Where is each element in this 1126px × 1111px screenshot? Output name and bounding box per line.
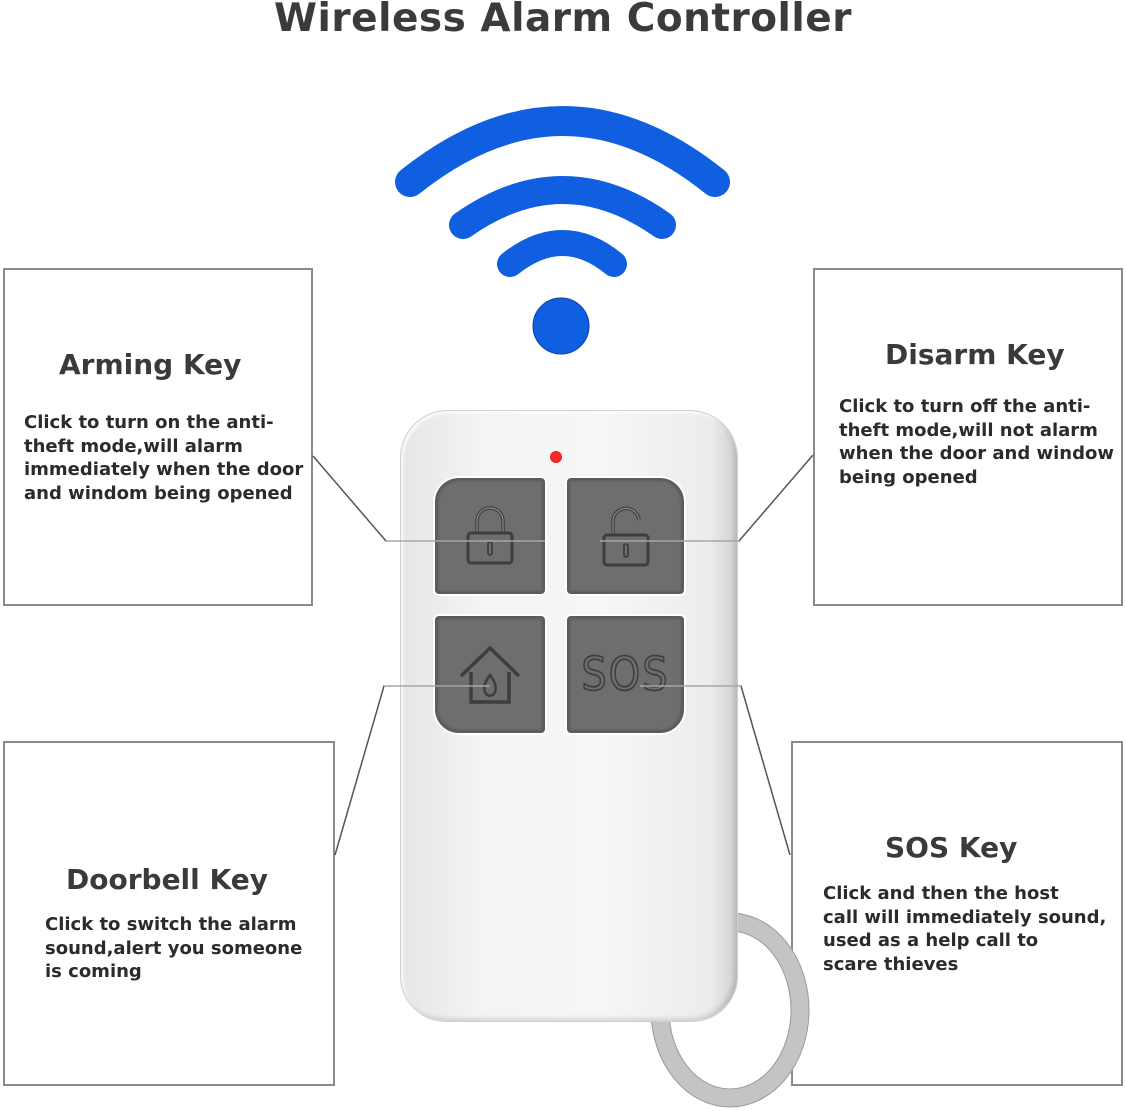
callout-description: Click and then the host call will immedi… — [823, 883, 1107, 975]
sos-text-icon: SOS — [581, 647, 670, 702]
wifi-signal-icon — [395, 106, 730, 355]
callout-description: Click to switch the alarm sound,alert yo… — [45, 914, 303, 982]
callout-disarm-key: Disarm Key Click to turn off the anti- t… — [813, 268, 1123, 606]
callout-heading: SOS Key — [885, 831, 1018, 864]
page-title: Wireless Alarm Controller — [274, 0, 852, 41]
callout-heading: Doorbell Key — [66, 863, 268, 896]
red-indicator-led — [550, 451, 562, 463]
arming-key-button[interactable] — [435, 478, 545, 594]
callout-description: Click to turn on the anti- theft mode,wi… — [24, 412, 304, 504]
callout-heading: Disarm Key — [885, 338, 1065, 371]
disarm-key-button[interactable] — [567, 478, 684, 594]
doorbell-key-button[interactable] — [435, 616, 545, 733]
sos-key-button[interactable]: SOS — [567, 616, 684, 733]
callout-heading: Arming Key — [59, 348, 242, 381]
callout-description: Click to turn off the anti- theft mode,w… — [839, 396, 1114, 488]
callout-sos-key: SOS Key Click and then the host call wil… — [791, 741, 1123, 1086]
lock-open-icon — [602, 506, 649, 567]
callout-doorbell-key: Doorbell Key Click to switch the alarm s… — [3, 741, 335, 1086]
callout-arming-key: Arming Key Click to turn on the anti- th… — [3, 268, 313, 606]
